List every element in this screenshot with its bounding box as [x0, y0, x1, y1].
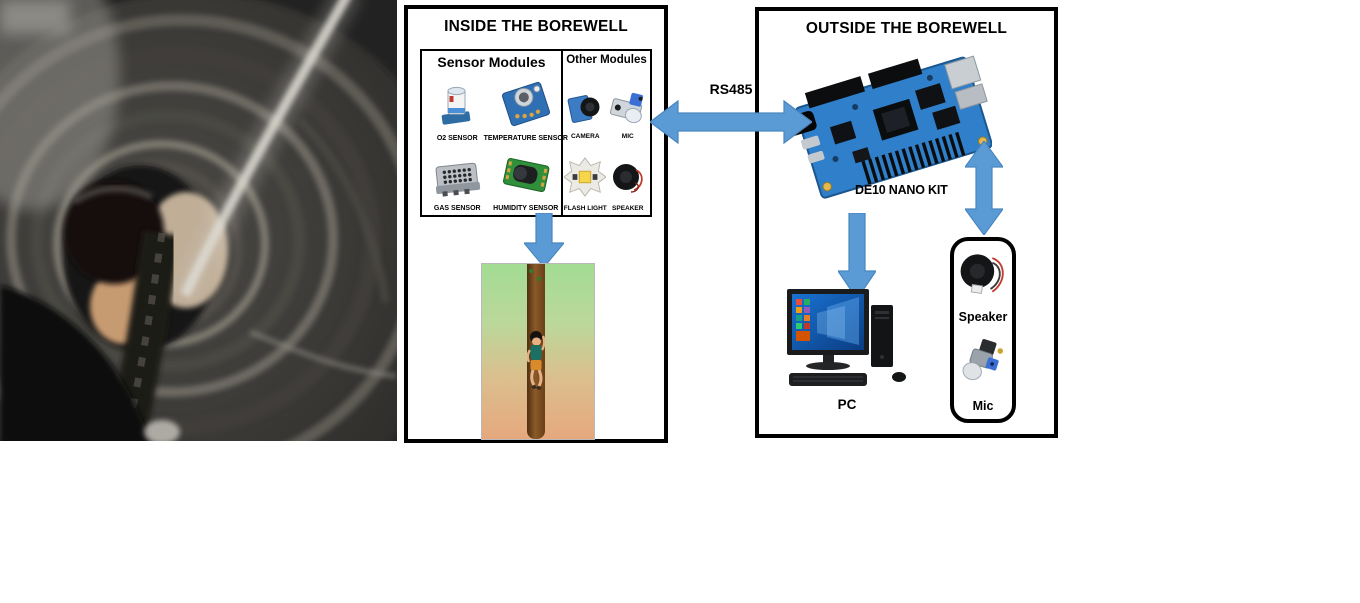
- de10-nano-kit-label: DE10 NANO KIT: [855, 183, 948, 197]
- usb-port: [954, 83, 988, 110]
- module-label: O2 SENSOR: [436, 135, 478, 142]
- borewell-ground-illustration: [481, 263, 595, 440]
- other-modules-title: Other Modules: [566, 54, 647, 66]
- module-label: HUMIDITY SENSOR: [493, 205, 559, 212]
- child-head: [64, 180, 164, 284]
- pc-tower: [871, 305, 893, 367]
- rs485-double-arrow: [650, 99, 812, 145]
- inside-title: INSIDE THE BOREWELL: [444, 18, 628, 35]
- mouse: [892, 372, 906, 382]
- board-to-pc-arrow: [838, 213, 876, 299]
- module-item-speaker: SPEAKER: [607, 140, 650, 212]
- board-audio-double-arrow: [965, 141, 1003, 235]
- modules-to-borewell-arrow: [524, 213, 564, 267]
- temperature-sensor-icon: [497, 79, 555, 134]
- speaker-mic-box: Speaker Mic: [950, 237, 1016, 423]
- o2-sensor-icon: [435, 83, 479, 134]
- gpio-pin-fins: [861, 131, 966, 185]
- leaf-icon: [537, 277, 541, 281]
- module-item-humidity: HUMIDITY SENSOR: [492, 142, 561, 212]
- speaker-icon: [960, 254, 1004, 294]
- module-label: TEMPERATURE SENSOR: [483, 135, 568, 142]
- outside-title: OUTSIDE THE BOREWELL: [805, 20, 1008, 37]
- mic-label: Mic: [972, 399, 994, 414]
- flashlight-module-icon: [563, 155, 608, 204]
- module-label: CAMERA: [570, 133, 600, 140]
- mic-module-icon: [607, 89, 649, 132]
- trapped-child-figure: [527, 331, 545, 390]
- leaf-icon: [529, 269, 533, 273]
- module-item-gas: GAS SENSOR: [423, 142, 492, 212]
- module-label: GAS SENSOR: [433, 205, 481, 212]
- humidity-sensor-icon: [498, 153, 554, 204]
- module-label: FLASH LIGHT: [563, 205, 607, 212]
- gas-sensor-icon: [433, 157, 481, 204]
- module-item-camera: CAMERA: [564, 68, 607, 140]
- bore-hole: [527, 264, 545, 439]
- camera-module-icon: [567, 89, 603, 132]
- outside-borewell-panel: OUTSIDE THE BOREWELL: [755, 7, 1058, 438]
- sensor-modules-title: Sensor Modules: [437, 54, 546, 70]
- speaker-module-icon: [608, 157, 648, 204]
- modules-box: Sensor Modules O2 SENSOR: [420, 49, 652, 217]
- keyboard: [789, 373, 867, 386]
- pc-illustration: [787, 289, 906, 386]
- mic-icon: [962, 339, 1004, 381]
- module-item-o2: O2 SENSOR: [423, 72, 492, 142]
- sensor-modules-panel: Sensor Modules O2 SENSOR: [422, 51, 568, 215]
- module-item-flashlight: FLASH LIGHT: [563, 140, 608, 212]
- ethernet-port: [944, 55, 982, 90]
- app-tiles: [796, 299, 810, 341]
- module-label: MIC: [621, 133, 634, 140]
- pc-label: PC: [837, 397, 857, 412]
- module-item-temperature: TEMPERATURE SENSOR: [484, 72, 568, 142]
- light-streak: [180, 0, 351, 298]
- borewell-camera-photo: [0, 0, 397, 441]
- other-modules-panel: Other Modules CAMERA: [563, 51, 650, 215]
- de10-nano-board: [792, 55, 992, 199]
- module-label: SPEAKER: [612, 205, 644, 212]
- rs485-label: RS485: [709, 81, 753, 97]
- module-item-mic: MIC: [607, 68, 650, 140]
- speaker-label: Speaker: [958, 310, 1008, 325]
- inside-borewell-panel: INSIDE THE BOREWELL Sensor Modules: [404, 5, 668, 443]
